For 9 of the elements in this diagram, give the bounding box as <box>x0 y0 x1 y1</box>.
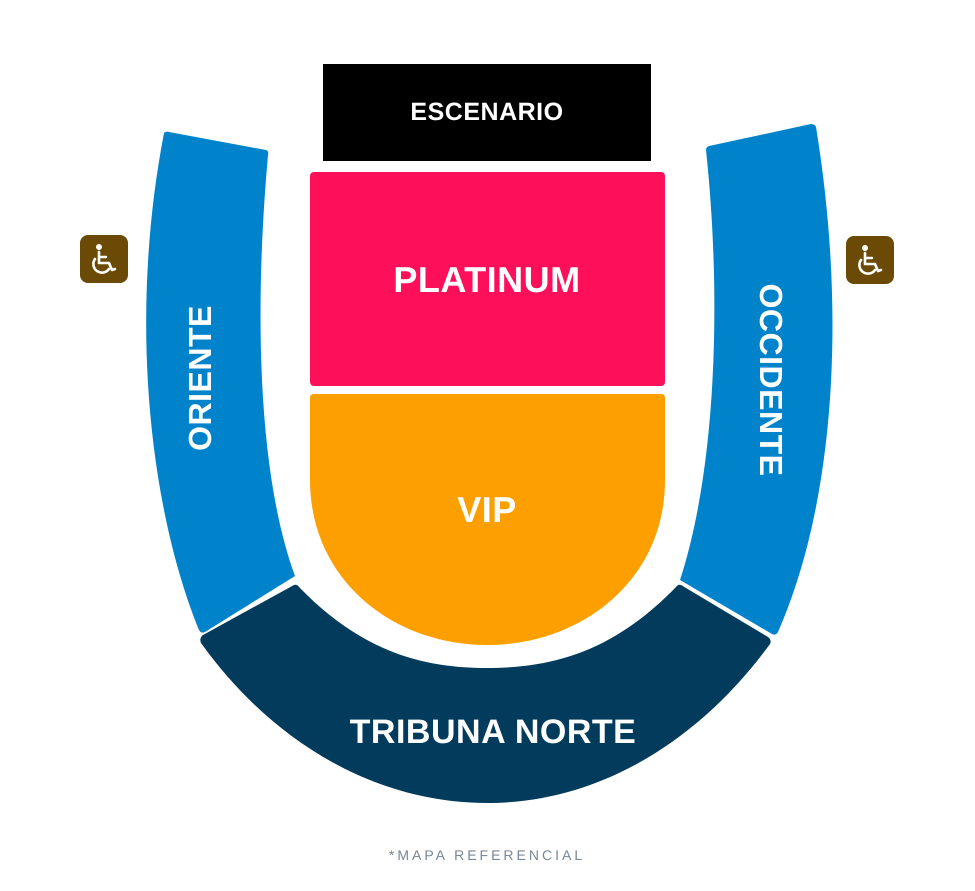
footnote-text: *MAPA REFERENCIAL <box>388 847 586 863</box>
section-name: TRIBUNA NORTE <box>350 715 636 751</box>
section-name: OCCIDENTE <box>753 284 787 476</box>
section-name: PLATINUM <box>393 261 581 299</box>
seating-section <box>310 172 665 386</box>
section-name: ORIENTE <box>184 305 218 451</box>
stage-block <box>323 64 651 161</box>
section-name: VIP <box>457 491 517 529</box>
stage-label: ESCENARIO <box>410 98 564 126</box>
